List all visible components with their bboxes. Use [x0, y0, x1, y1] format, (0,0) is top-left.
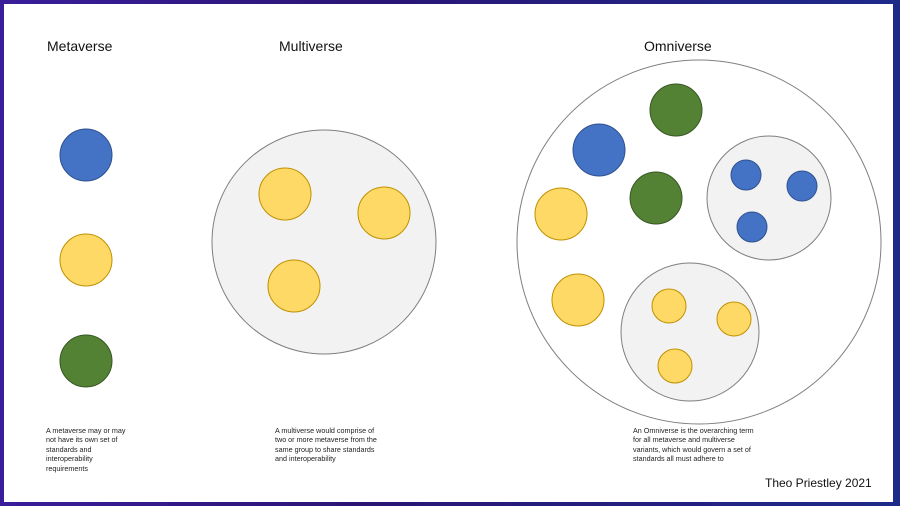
omniverse-blue-circle — [572, 123, 626, 177]
omniverse-green-circle-1 — [649, 83, 703, 137]
multiverse-yellow-circle-1 — [258, 167, 312, 221]
omniverse-yellow-circle-1 — [534, 187, 588, 241]
multiverse-heading: Multiverse — [279, 38, 343, 54]
omniverse-heading: Omniverse — [644, 38, 712, 54]
omniverse-nested-blue-multiverse — [706, 135, 832, 261]
multiverse-yellow-circle-2 — [357, 186, 411, 240]
nested-yellow-circle-2 — [716, 301, 752, 337]
metaverse-yellow-circle — [59, 233, 113, 287]
metaverse-description: A metaverse may or may not have its own … — [46, 426, 126, 473]
omniverse-description: An Omniverse is the overarching term for… — [633, 426, 754, 464]
metaverse-green-circle — [59, 334, 113, 388]
multiverse-description: A multiverse would comprise of two or mo… — [275, 426, 377, 464]
multiverse-yellow-circle-3 — [267, 259, 321, 313]
nested-blue-circle-1 — [730, 159, 762, 191]
nested-blue-circle-2 — [786, 170, 818, 202]
metaverse-blue-circle — [59, 128, 113, 182]
metaverse-heading: Metaverse — [47, 38, 113, 54]
multiverse-container — [211, 129, 437, 355]
omniverse-green-circle-2 — [629, 171, 683, 225]
omniverse-yellow-circle-2 — [551, 273, 605, 327]
nested-yellow-circle-3 — [657, 348, 693, 384]
nested-blue-circle-3 — [736, 211, 768, 243]
nested-yellow-circle-1 — [651, 288, 687, 324]
author-credit: Theo Priestley 2021 — [765, 476, 872, 490]
